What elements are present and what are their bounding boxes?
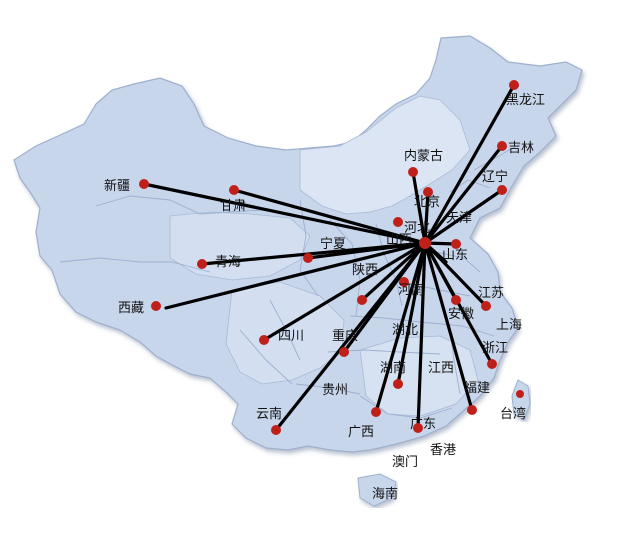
southwest-band xyxy=(225,281,345,385)
region-labels: 黑龙江 吉林 辽宁 内蒙古 北京 天津 河北 山西 山东 新疆 甘肃 宁夏 青海… xyxy=(104,93,545,502)
label-guangdong: 广东 xyxy=(410,417,436,432)
city-dot-zhejiang[interactable] xyxy=(487,359,497,369)
city-dot-beijing-north[interactable] xyxy=(423,187,433,197)
label-liaoning: 辽宁 xyxy=(482,169,508,185)
city-dot-taiwan[interactable] xyxy=(516,390,524,398)
city-dot-hebei[interactable] xyxy=(393,217,403,227)
route-line-neimenggu xyxy=(411,170,427,245)
city-dot-fujian[interactable] xyxy=(467,405,477,415)
label-heilongjiang: 黑龙江 xyxy=(506,93,545,108)
city-dot-hunan[interactable] xyxy=(393,379,403,389)
label-xianggang: 香港 xyxy=(430,443,456,458)
label-jiangxi: 江西 xyxy=(428,361,454,376)
label-henan: 河南 xyxy=(398,282,424,298)
route-line-shaanxi xyxy=(360,241,427,302)
label-qinghai: 青海 xyxy=(215,255,241,270)
label-shanxi: 山西 xyxy=(386,233,412,248)
label-neimenggu: 内蒙古 xyxy=(404,148,443,164)
route-line-gansu xyxy=(232,188,427,245)
label-shaanxi: 陕西 xyxy=(352,263,378,278)
hainan-shape xyxy=(357,473,397,507)
route-line-xizang xyxy=(164,241,427,310)
label-beijing: 北京 xyxy=(414,195,440,210)
route-line-yunnan xyxy=(274,241,427,432)
city-dot-gansu[interactable] xyxy=(229,185,239,195)
label-anhui: 安徽 xyxy=(448,307,474,322)
inner-mongolia-band xyxy=(299,95,471,215)
city-dot-sichuan[interactable] xyxy=(259,335,269,345)
label-hunan: 湖南 xyxy=(380,360,406,376)
city-dot-guangxi[interactable] xyxy=(371,407,381,417)
label-aomen: 澳门 xyxy=(392,454,418,470)
label-xizang: 西藏 xyxy=(118,301,144,316)
route-line-hunan xyxy=(396,241,427,386)
city-dot-jilin[interactable] xyxy=(497,141,507,151)
city-dot-beijing-hub[interactable] xyxy=(419,237,431,249)
label-jilin: 吉林 xyxy=(508,141,534,156)
city-dot-anhui[interactable] xyxy=(451,295,461,305)
route-line-anhui xyxy=(423,241,458,302)
route-lines xyxy=(142,83,516,432)
label-shandong: 山东 xyxy=(442,248,468,263)
label-fujian: 福建 xyxy=(464,381,490,396)
city-dot-guangdong[interactable] xyxy=(413,423,423,433)
city-dot-neimenggu[interactable] xyxy=(408,167,418,177)
city-dot-xizang[interactable] xyxy=(151,301,161,311)
label-jiangsu: 江苏 xyxy=(478,285,504,301)
city-dot-shaanxi[interactable] xyxy=(357,295,367,305)
label-hebei: 河北 xyxy=(404,221,430,236)
city-dot-heilongjiang[interactable] xyxy=(509,80,519,90)
label-xinjiang: 新疆 xyxy=(104,178,130,194)
label-hainan: 海南 xyxy=(372,486,398,502)
label-sichuan: 四川 xyxy=(278,329,304,344)
label-yunnan: 云南 xyxy=(256,406,282,422)
route-line-sichuan xyxy=(262,241,427,342)
label-chongqing: 重庆 xyxy=(332,328,358,344)
city-dot-henan[interactable] xyxy=(399,277,409,287)
city-dot-tianjin[interactable] xyxy=(451,239,461,249)
label-guangxi: 广西 xyxy=(348,425,374,440)
city-dot-chongqing[interactable] xyxy=(339,347,349,357)
taiwan-shape xyxy=(511,379,531,421)
label-ningxia: 宁夏 xyxy=(320,236,346,252)
city-dot-yunnan[interactable] xyxy=(271,425,281,435)
route-line-xinjiang xyxy=(142,182,427,245)
route-line-jilin xyxy=(423,144,504,245)
city-dot-ningxia[interactable] xyxy=(303,253,313,263)
route-line-guangxi xyxy=(374,241,427,414)
city-dots xyxy=(139,80,524,435)
label-gansu: 甘肃 xyxy=(220,199,246,214)
route-line-ningxia xyxy=(306,241,427,260)
route-line-fujian xyxy=(423,241,474,412)
route-line-guangdong xyxy=(416,241,427,430)
label-shanghai: 上海 xyxy=(496,318,522,333)
label-guizhou: 贵州 xyxy=(322,383,348,398)
route-line-heilongjiang xyxy=(423,83,516,245)
label-hubei: 湖北 xyxy=(392,323,418,338)
route-line-beijing-north xyxy=(423,190,430,245)
route-line-liaoning xyxy=(423,188,504,245)
label-taiwan: 台湾 xyxy=(500,406,526,422)
city-dot-xinjiang[interactable] xyxy=(139,179,149,189)
city-dot-qinghai[interactable] xyxy=(197,259,207,269)
city-dot-liaoning[interactable] xyxy=(497,185,507,195)
label-tianjin: 天津 xyxy=(446,211,472,226)
label-zhejiang: 浙江 xyxy=(482,341,508,356)
city-dot-jiangsu[interactable] xyxy=(481,301,491,311)
